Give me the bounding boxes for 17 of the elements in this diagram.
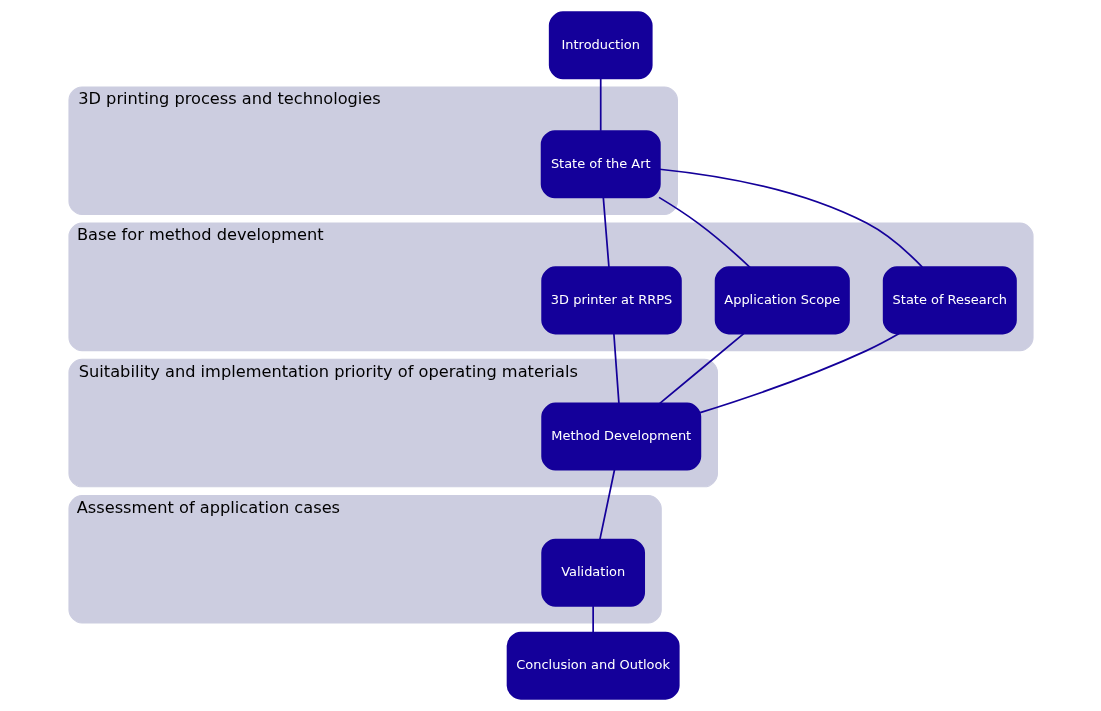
node-box: State of Research [882, 266, 1017, 335]
connector [591, 605, 594, 634]
node-box: Method Development [540, 402, 701, 471]
node-box: Application Scope [714, 266, 850, 335]
node-box: Conclusion and Outlook [506, 631, 680, 700]
connector [698, 332, 900, 414]
connector [612, 332, 620, 405]
connector [658, 332, 745, 405]
node-box: State of the Art [540, 130, 661, 199]
connector [601, 196, 610, 268]
connector [658, 168, 923, 269]
connector [599, 77, 602, 132]
node-box: Validation [540, 538, 645, 607]
node-box: 3D printer at RRPS [540, 266, 682, 335]
connector [598, 468, 615, 541]
node-box: Introduction [548, 11, 653, 80]
connector [657, 196, 751, 269]
